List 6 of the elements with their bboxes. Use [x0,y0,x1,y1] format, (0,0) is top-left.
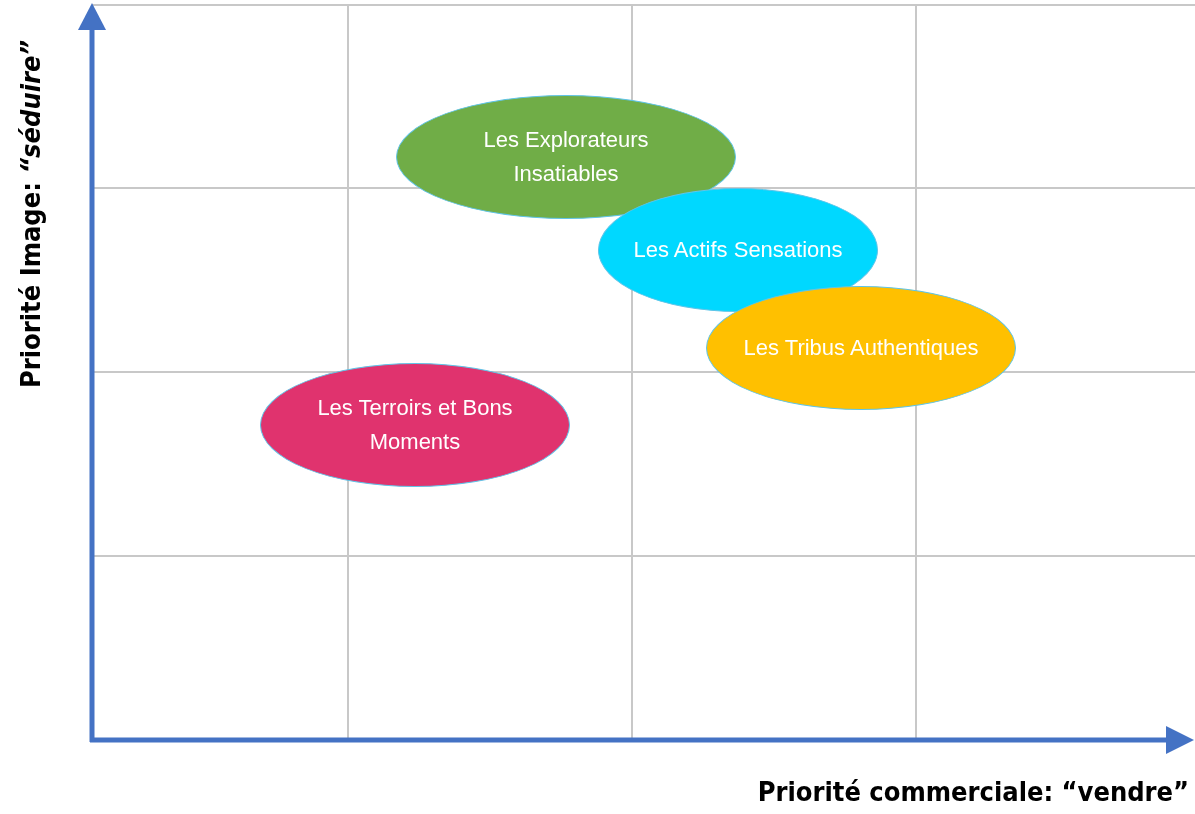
x-axis-title: Priorité commerciale: “vendre” [757,776,1189,807]
segment-label: Les Actifs Sensations [633,236,843,264]
segment-label: Les Explorateurs Insatiables [482,126,650,188]
segment-label: Les Terroirs et Bons Moments [316,394,514,456]
segment-label: Les Tribus Authentiques [743,334,979,362]
y-axis-title: Priorité Image: “séduire” [15,39,46,388]
